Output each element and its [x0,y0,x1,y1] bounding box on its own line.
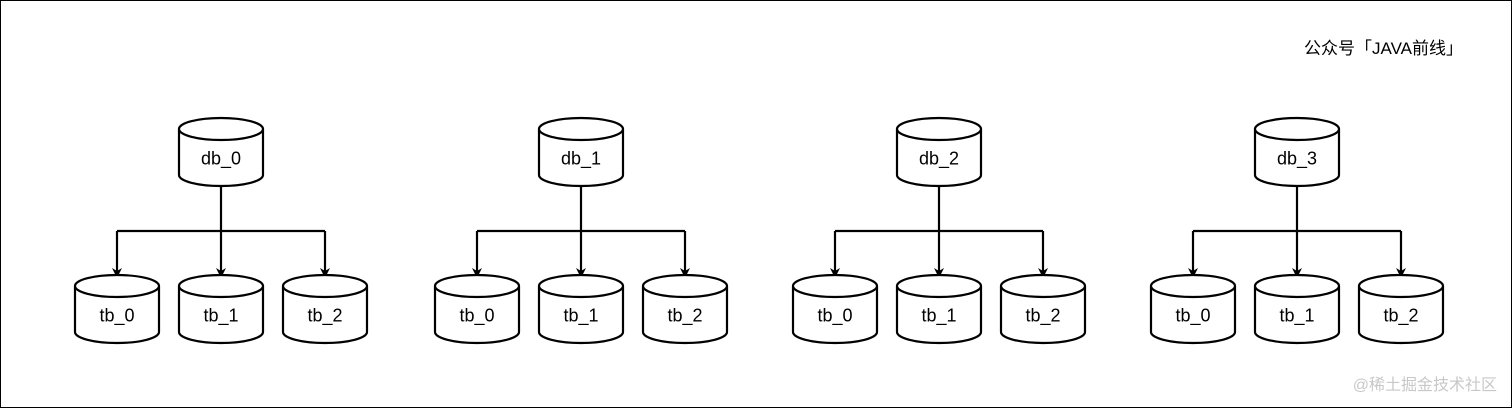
table-cylinder-3-1-body [1253,286,1341,345]
db-group-2: db_2 tb_0 tb_1 tb_2 [791,116,1087,345]
table-cylinder-0-2-lid [281,273,369,299]
table-cylinder-1-0-body [433,286,521,345]
database-cylinder-3-body [1253,129,1341,188]
table-cylinder-0-1-label: tb_1 [203,306,238,327]
table-cylinder-1-2: tb_2 [641,273,729,345]
table-cylinder-2-2-label: tb_2 [1025,306,1060,327]
database-cylinder-1: db_1 [537,116,625,188]
database-cylinder-2-body [895,129,983,188]
database-cylinder-2-lid [895,116,983,142]
database-cylinder-1-label: db_1 [561,149,601,170]
table-cylinder-0-0-lid [73,273,161,299]
database-cylinder-0-body [177,129,265,188]
table-cylinder-1-1-label: tb_1 [563,306,598,327]
table-cylinder-3-1-lid [1253,273,1341,299]
table-cylinder-2-1-label: tb_1 [921,306,956,327]
table-cylinder-2-1-lid [895,273,983,299]
db-group-3: db_3 tb_0 tb_1 tb_2 [1149,116,1445,345]
database-cylinder-3: db_3 [1253,116,1341,188]
table-cylinder-3-0-lid [1149,273,1237,299]
table-cylinder-3-2-label: tb_2 [1383,306,1418,327]
database-cylinder-0-label: db_0 [201,149,241,170]
table-cylinder-2-1: tb_1 [895,273,983,345]
table-cylinder-3-1: tb_1 [1253,273,1341,345]
table-cylinder-0-2-body [281,286,369,345]
table-cylinder-3-0-label: tb_0 [1175,306,1210,327]
table-cylinder-1-0-label: tb_0 [459,306,494,327]
page-title: 公众号「JAVA前线」 [1304,39,1463,58]
database-cylinder-0-lid [177,116,265,142]
table-cylinder-1-2-lid [641,273,729,299]
table-cylinder-1-0: tb_0 [433,273,521,345]
table-cylinder-2-0-body [791,286,879,345]
table-cylinder-1-1-lid [537,273,625,299]
table-cylinder-2-2-lid [999,273,1087,299]
database-cylinder-1-lid [537,116,625,142]
database-cylinder-3-label: db_3 [1277,149,1317,170]
table-cylinder-1-2-label: tb_2 [667,306,702,327]
table-cylinder-2-1-body [895,286,983,345]
table-cylinder-3-2-lid [1357,273,1445,299]
table-cylinder-0-2: tb_2 [281,273,369,345]
table-cylinder-0-1-lid [177,273,265,299]
table-cylinder-2-2-body [999,286,1087,345]
watermark-text: @稀土掘金技术社区 [1352,377,1497,394]
table-cylinder-0-2-label: tb_2 [307,306,342,327]
database-cylinder-1-body [537,129,625,188]
table-cylinder-0-1: tb_1 [177,273,265,345]
table-cylinder-3-0-body [1149,286,1237,345]
database-cylinder-2: db_2 [895,116,983,188]
table-cylinder-3-1-label: tb_1 [1279,306,1314,327]
database-cylinder-0: db_0 [177,116,265,188]
db-group-1: db_1 tb_0 tb_1 tb_2 [433,116,729,345]
table-cylinder-1-1: tb_1 [537,273,625,345]
table-cylinder-3-2-body [1357,286,1445,345]
table-cylinder-1-0-lid [433,273,521,299]
table-cylinder-2-0-lid [791,273,879,299]
table-cylinder-0-0: tb_0 [73,273,161,345]
table-cylinder-2-0-label: tb_0 [817,306,852,327]
table-cylinder-3-2: tb_2 [1357,273,1445,345]
table-cylinder-3-0: tb_0 [1149,273,1237,345]
table-cylinder-1-2-body [641,286,729,345]
table-cylinder-0-1-body [177,286,265,345]
table-cylinder-1-1-body [537,286,625,345]
database-cylinder-3-lid [1253,116,1341,142]
database-cylinder-2-label: db_2 [919,149,959,170]
table-cylinder-2-0: tb_0 [791,273,879,345]
table-cylinder-0-0-body [73,286,161,345]
db-group-0: db_0 tb_0 tb_1 tb_2 [73,116,369,345]
table-cylinder-2-2: tb_2 [999,273,1087,345]
table-cylinder-0-0-label: tb_0 [99,306,134,327]
